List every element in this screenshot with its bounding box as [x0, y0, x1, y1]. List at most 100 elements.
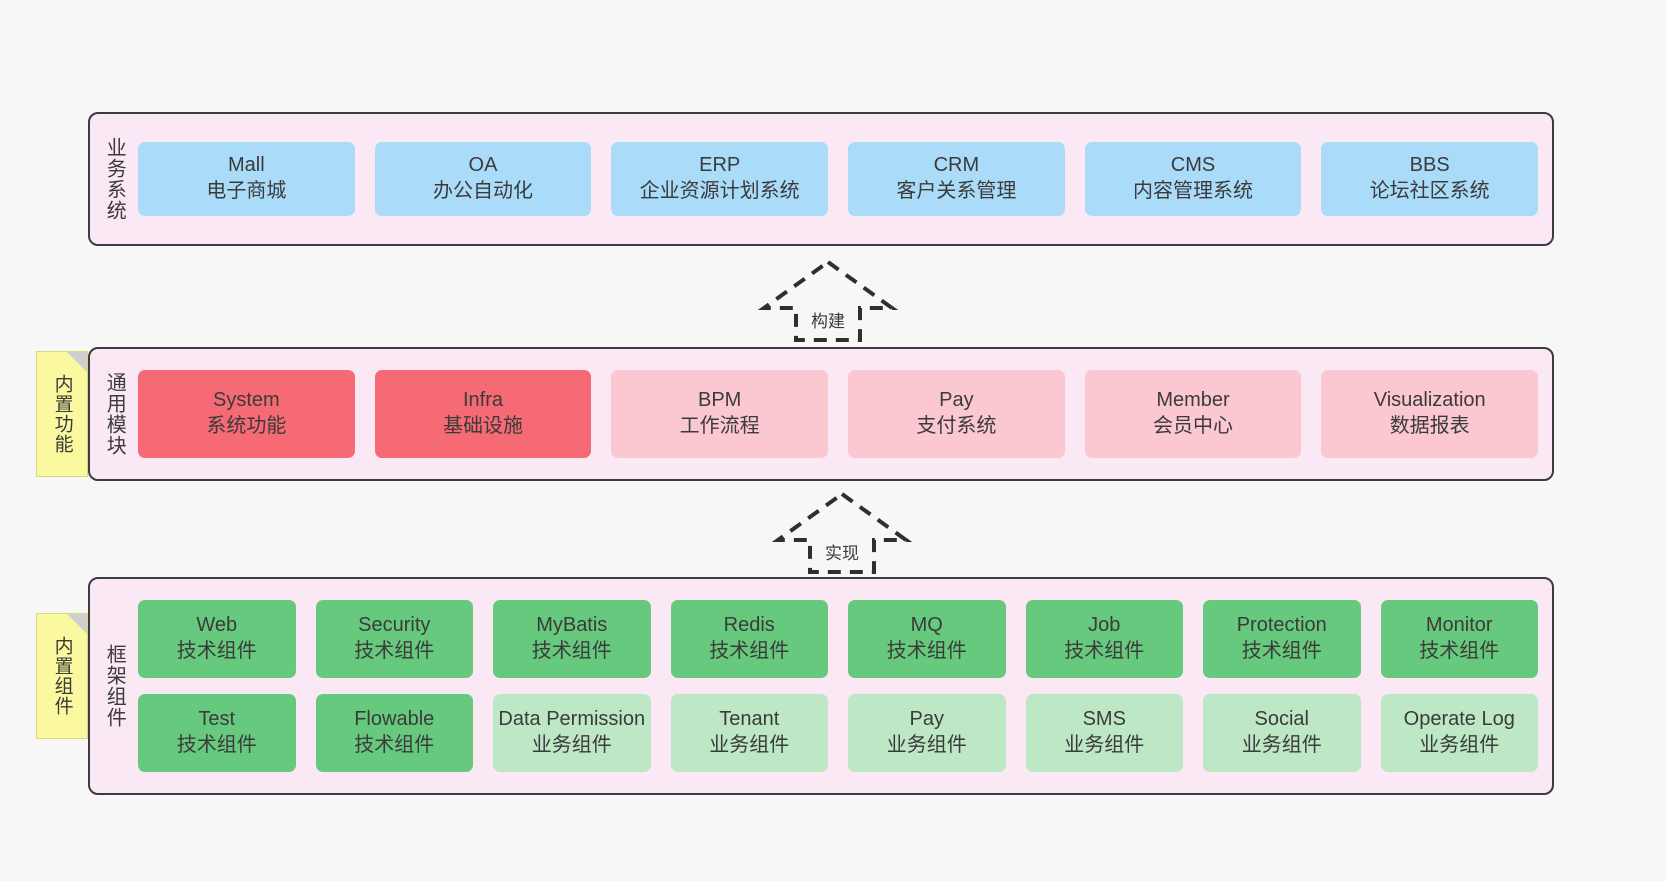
card-row: System 系统功能 Infra 基础设施 BPM 工作流程 Pay 支付系统…: [138, 370, 1539, 458]
card-tenant[interactable]: Tenant 业务组件: [670, 694, 828, 772]
card-subtitle: 内容管理系统: [1133, 180, 1254, 202]
card-row: Test 技术组件 Flowable 技术组件 Data Permission …: [138, 694, 1538, 772]
card-subtitle: 技术组件: [709, 640, 790, 662]
card-social[interactable]: Social 业务组件: [1203, 694, 1361, 772]
sticky-note-builtin-components: 内置组件: [36, 613, 88, 739]
card-title: CMS: [1170, 154, 1216, 177]
card-title: Web: [196, 614, 238, 637]
card-subtitle: 技术组件: [354, 640, 435, 662]
card-flowable[interactable]: Flowable 技术组件: [315, 694, 473, 772]
card-mall[interactable]: Mall 电子商城: [138, 142, 355, 216]
card-subtitle: 业务组件: [709, 734, 790, 756]
section-framework-components: 框架组件 Web 技术组件 Security 技术组件 MyBatis 技术组件…: [88, 577, 1554, 795]
card-subtitle: 技术组件: [176, 640, 257, 662]
sticky-note-label: 内置组件: [51, 636, 73, 716]
card-subtitle: 技术组件: [1241, 640, 1322, 662]
arrow-implement: 实现: [771, 490, 913, 574]
card-operate-log[interactable]: Operate Log 业务组件: [1380, 694, 1538, 772]
card-subtitle: 会员中心: [1153, 415, 1234, 437]
card-title: Protection: [1236, 614, 1327, 637]
section-label-framework-components: 框架组件: [103, 644, 126, 728]
card-web[interactable]: Web 技术组件: [138, 600, 296, 678]
card-subtitle: 支付系统: [916, 415, 997, 437]
card-title: BPM: [698, 389, 742, 412]
card-data-permission[interactable]: Data Permission 业务组件: [493, 694, 651, 772]
card-title: Infra: [462, 389, 504, 412]
card-title: Pay: [909, 708, 944, 731]
card-infra[interactable]: Infra 基础设施: [374, 370, 592, 458]
card-title: MQ: [910, 614, 943, 637]
section-business-systems: 业务系统 Mall 电子商城 OA 办公自动化 ERP 企业资源计划系统 CRM…: [88, 112, 1554, 246]
card-redis[interactable]: Redis 技术组件: [670, 600, 828, 678]
card-bbs[interactable]: BBS 论坛社区系统: [1321, 142, 1539, 216]
card-title: Visualization: [1373, 389, 1486, 412]
section-common-modules: 通用模块 System 系统功能 Infra 基础设施 BPM 工作流程 Pay…: [88, 347, 1554, 481]
sticky-note-label: 内置功能: [51, 374, 73, 454]
card-pay-module[interactable]: Pay 支付系统: [848, 370, 1065, 458]
card-subtitle: 技术组件: [354, 734, 435, 756]
section-label-common-modules: 通用模块: [103, 372, 126, 456]
card-subtitle: 论坛社区系统: [1369, 180, 1490, 202]
card-title: Data Permission: [498, 708, 646, 731]
card-title: Pay: [939, 389, 974, 412]
card-subtitle: 基础设施: [443, 415, 523, 437]
dashed-up-arrow-icon: [771, 491, 913, 574]
card-title: Flowable: [354, 708, 435, 731]
card-title: MyBatis: [536, 614, 608, 637]
card-title: System: [212, 389, 280, 412]
card-subtitle: 业务组件: [1419, 734, 1500, 756]
card-test[interactable]: Test 技术组件: [138, 694, 296, 772]
card-subtitle: 办公自动化: [433, 180, 533, 202]
card-title: Tenant: [719, 708, 780, 731]
card-system[interactable]: System 系统功能: [138, 370, 355, 458]
section-body-framework-components: Web 技术组件 Security 技术组件 MyBatis 技术组件 Redi…: [138, 579, 1552, 793]
card-subtitle: 业务组件: [1241, 734, 1322, 756]
card-subtitle: 业务组件: [531, 734, 612, 756]
card-subtitle: 客户关系管理: [896, 180, 1017, 202]
sticky-note-builtin-features: 内置功能: [36, 351, 88, 477]
card-security[interactable]: Security 技术组件: [315, 600, 473, 678]
card-title: Test: [198, 708, 236, 731]
card-subtitle: 技术组件: [176, 734, 257, 756]
arrow-build: 构建: [757, 258, 899, 342]
card-sms[interactable]: SMS 业务组件: [1025, 694, 1183, 772]
section-label-business-systems: 业务系统: [103, 137, 126, 221]
card-protection[interactable]: Protection 技术组件: [1203, 600, 1361, 678]
card-title: Member: [1156, 389, 1230, 412]
dashed-up-arrow-icon: [757, 259, 899, 342]
card-cms[interactable]: CMS 内容管理系统: [1084, 142, 1302, 216]
card-pay-component[interactable]: Pay 业务组件: [848, 694, 1006, 772]
card-title: Social: [1254, 708, 1309, 731]
card-bpm[interactable]: BPM 工作流程: [611, 370, 829, 458]
card-subtitle: 业务组件: [1064, 734, 1145, 756]
card-oa[interactable]: OA 办公自动化: [374, 142, 592, 216]
card-subtitle: 业务组件: [886, 734, 967, 756]
card-title: Operate Log: [1403, 708, 1515, 731]
card-title: BBS: [1409, 154, 1450, 177]
card-subtitle: 系统功能: [206, 415, 287, 437]
card-title: Monitor: [1425, 614, 1493, 637]
card-subtitle: 工作流程: [679, 415, 760, 437]
card-visualization[interactable]: Visualization 数据报表: [1321, 370, 1539, 458]
section-body-common-modules: System 系统功能 Infra 基础设施 BPM 工作流程 Pay 支付系统…: [138, 349, 1552, 479]
card-subtitle: 技术组件: [531, 640, 612, 662]
card-member[interactable]: Member 会员中心: [1084, 370, 1302, 458]
card-subtitle: 技术组件: [1064, 640, 1145, 662]
card-title: Mall: [228, 154, 265, 177]
card-crm[interactable]: CRM 客户关系管理: [848, 142, 1065, 216]
card-subtitle: 数据报表: [1389, 415, 1470, 437]
card-erp[interactable]: ERP 企业资源计划系统: [611, 142, 829, 216]
card-title: Job: [1088, 614, 1121, 637]
card-monitor[interactable]: Monitor 技术组件: [1380, 600, 1538, 678]
card-job[interactable]: Job 技术组件: [1025, 600, 1183, 678]
card-mq[interactable]: MQ 技术组件: [848, 600, 1006, 678]
card-row: Web 技术组件 Security 技术组件 MyBatis 技术组件 Redi…: [138, 600, 1538, 678]
card-subtitle: 企业资源计划系统: [639, 180, 800, 202]
card-title: Redis: [723, 614, 775, 637]
card-subtitle: 电子商城: [206, 180, 287, 202]
card-title: OA: [468, 154, 498, 177]
card-mybatis[interactable]: MyBatis 技术组件: [493, 600, 651, 678]
card-title: Security: [358, 614, 431, 637]
card-row: Mall 电子商城 OA 办公自动化 ERP 企业资源计划系统 CRM 客户关系…: [138, 142, 1539, 216]
